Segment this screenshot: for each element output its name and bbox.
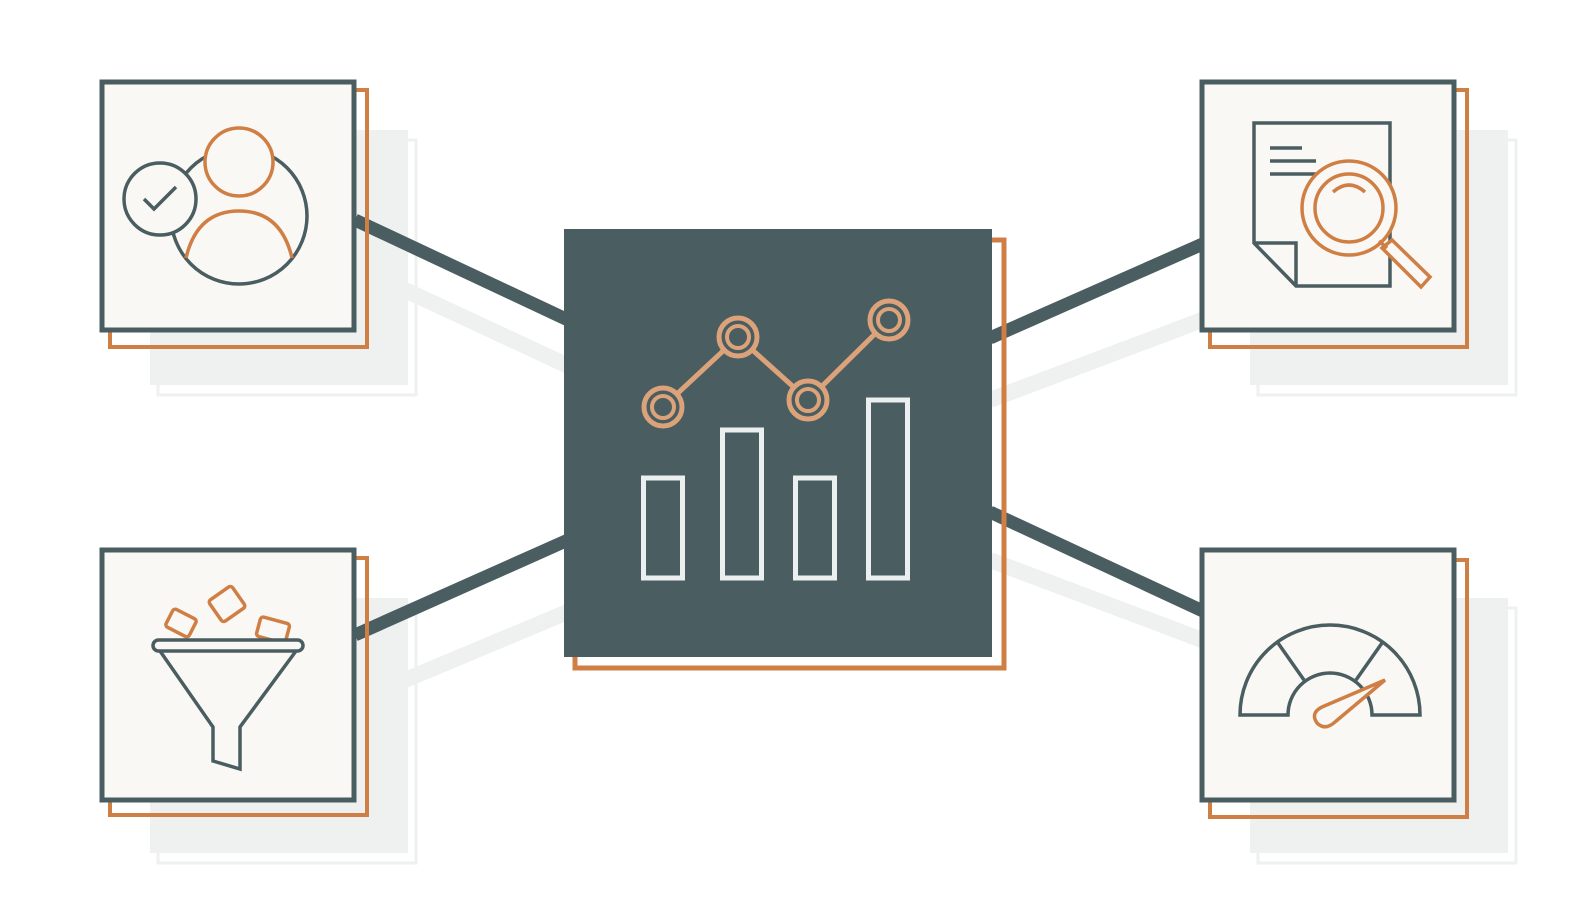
document-page (1252, 121, 1392, 288)
chart-point (716, 315, 760, 359)
chart-bar (866, 397, 910, 581)
chart-point-inner-ring (650, 394, 676, 420)
card-bottom-right (1199, 547, 1469, 819)
connector-top-left (352, 214, 571, 326)
card-bottom-left (99, 547, 369, 817)
user-shoulders (184, 209, 294, 259)
card-frame (99, 547, 357, 803)
card-top-right (1199, 79, 1469, 349)
magnifier-ring-inner (1313, 172, 1385, 244)
chart-bar (641, 475, 685, 581)
document-search-icon (1252, 121, 1433, 290)
connector-bottom-right (987, 506, 1208, 618)
funnel-item-1 (164, 607, 198, 639)
verified-badge (122, 161, 198, 237)
chart-bar (720, 427, 764, 581)
card-top-left (99, 79, 369, 349)
chart-point-inner-ring (876, 307, 902, 333)
center-panel (564, 229, 992, 657)
magnifier-neck (1377, 239, 1389, 250)
gauge-tick-right (1354, 641, 1384, 682)
chart-bar (793, 475, 837, 581)
funnel-item-2 (207, 584, 247, 624)
chart-point (867, 298, 911, 342)
document-fold (1254, 241, 1298, 286)
card-center (564, 229, 1007, 671)
chart-point-inner-ring (725, 324, 751, 350)
connector-top-right (987, 237, 1208, 344)
gauge-tick-left (1276, 641, 1306, 682)
analytics-chart-icon (641, 298, 911, 581)
gauge-arc (1238, 623, 1422, 717)
gauge-needle (1312, 678, 1387, 729)
checkmark-icon (142, 185, 178, 212)
user-head (203, 126, 275, 198)
card-frame (1199, 547, 1457, 803)
magnifier-handle (1379, 237, 1433, 290)
connector-bottom-left (352, 534, 571, 641)
funnel-body (158, 649, 298, 772)
connectors (352, 214, 1208, 641)
magnifier-glint (1331, 183, 1367, 194)
filter-funnel-icon (151, 584, 305, 772)
funnel-rim (151, 638, 305, 653)
chart-point (641, 385, 685, 429)
chart-point-inner-ring (795, 387, 821, 413)
chart-point (786, 378, 830, 422)
speedometer-gauge-icon (1238, 623, 1422, 729)
chart-trend-line (661, 318, 891, 409)
user-verified-icon (122, 126, 309, 286)
